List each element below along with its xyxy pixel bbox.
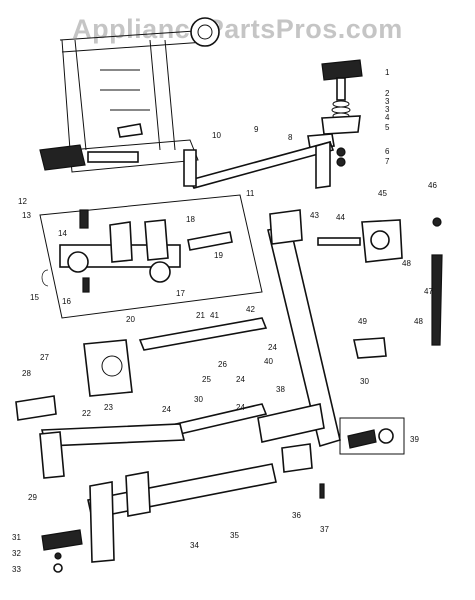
callout: 30 [360,377,369,386]
callout: 40 [264,357,273,366]
callout: 13 [22,211,31,220]
callout: 24 [268,343,277,352]
right-assembly [317,217,443,359]
callout: 6 [385,147,390,156]
callout: 1 [385,68,390,77]
callout: 30 [194,395,203,404]
callout: 31 [12,533,21,542]
callout: 20 [126,315,135,324]
callout: 17 [176,289,185,298]
callout: 48 [402,259,411,268]
callout: 34 [190,541,199,550]
callout: 47 [424,287,433,296]
callout: 9 [254,125,259,134]
callout: 3 [385,97,390,106]
callout: 21 [196,311,205,320]
callout: 8 [288,133,293,142]
callout: 43 [310,211,319,220]
callout: 46 [428,181,437,190]
callout: 27 [40,353,49,362]
callout: 4 [385,113,390,122]
callout: 49 [358,317,367,326]
gear-box-assembly [39,194,263,319]
callout: 29 [28,493,37,502]
callout: 18 [186,215,195,224]
callout: 5 [385,123,390,132]
callout: 26 [218,360,227,369]
callout: 12 [18,197,27,206]
callout: 24 [162,405,171,414]
callout: 10 [212,131,221,140]
callout: 11 [246,189,255,198]
callout: 19 [214,251,223,260]
callout: 22 [82,409,91,418]
callout: 44 [336,213,345,222]
left-linkage [15,395,186,479]
callout: 45 [378,189,387,198]
callout: 15 [30,293,39,302]
callout: 25 [202,375,211,384]
machine-frame [39,17,220,173]
connecting-rod [183,140,335,189]
callout: 33 [12,565,21,574]
callout: 23 [104,403,113,412]
callout: 3 [385,105,390,114]
callout: 16 [62,297,71,306]
callout: 41 [210,311,219,320]
callout: 32 [12,549,21,558]
callout: 14 [58,229,67,238]
sub-assemblies [257,403,405,455]
middle-shafts [83,317,268,435]
callout: 24 [236,403,245,412]
callout: 38 [276,385,285,394]
callout: 35 [230,531,239,540]
callout: 48 [414,317,423,326]
main-shaft [41,443,325,573]
callout-labels: 1 2 3 3 4 5 6 7 8 9 10 11 12 13 14 15 16… [12,68,437,574]
callout: 39 [410,435,419,444]
callout: 36 [292,511,301,520]
callout: 2 [385,89,390,98]
callout: 37 [320,525,329,534]
callout: 24 [236,375,245,384]
callout: 28 [22,369,31,378]
callout: 42 [246,305,255,314]
callout: 7 [385,157,390,166]
